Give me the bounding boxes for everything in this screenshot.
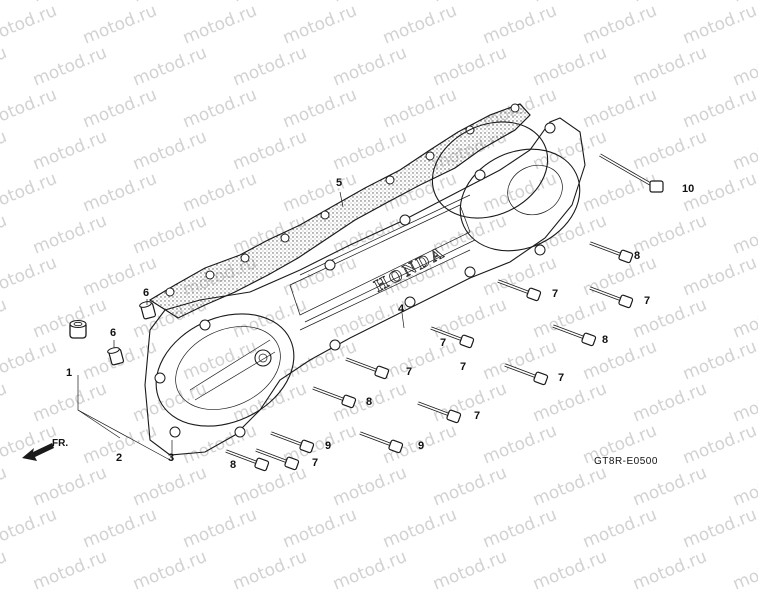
callout-3: 3 (168, 452, 174, 464)
diagram-code: GT8R-E0500 (594, 456, 658, 467)
bolt (551, 324, 598, 348)
bolt-set (224, 241, 635, 473)
callout-1: 1 (66, 367, 72, 379)
gasket (148, 103, 531, 319)
callout-7: 7 (552, 288, 558, 300)
callout-2: 2 (116, 452, 122, 464)
callout-8-bottom: 8 (230, 459, 236, 471)
callout-7: 7 (644, 295, 650, 307)
callout-8: 8 (602, 334, 608, 346)
crankcase-cover (144, 117, 586, 456)
bolt (344, 357, 391, 381)
exploded-diagram: HONDA (22, 103, 694, 473)
bolt (503, 363, 550, 387)
callout-7: 7 (558, 372, 564, 384)
bolt (416, 401, 463, 425)
bolt (588, 286, 635, 310)
dowel-pin (106, 345, 125, 366)
callout-7: 7 (440, 337, 446, 349)
front-direction-arrow: FR. (22, 438, 68, 461)
callout-7: 7 (460, 361, 466, 373)
callout-7: 7 (406, 366, 412, 378)
callout-8: 8 (366, 396, 372, 408)
direction-label: FR. (52, 438, 68, 449)
callout-7: 7 (474, 410, 480, 422)
bolt (358, 431, 405, 455)
cover-brand-text: HONDA (371, 242, 449, 296)
leader-lines (77, 191, 405, 461)
callout-4: 4 (398, 303, 405, 315)
callout-9: 9 (418, 440, 424, 452)
callout-6-lower: 6 (110, 327, 116, 339)
callout-9: 9 (325, 440, 331, 452)
callout-7: 7 (312, 457, 318, 469)
callouts: 1 2 3 4 5 6 6 7 7 7 7 7 7 7 7 8 8 8 8 9 … (66, 177, 694, 471)
bolt (588, 241, 635, 265)
bushing (69, 319, 87, 339)
callout-8: 8 (634, 250, 640, 262)
bolt (429, 326, 476, 350)
bolt (496, 279, 543, 303)
dowel-pin (138, 299, 157, 320)
callout-10: 10 (682, 183, 694, 195)
bolt (311, 386, 358, 410)
bolt (269, 431, 316, 455)
callout-5: 5 (336, 177, 342, 189)
long-bolt-10 (599, 153, 664, 193)
callout-6-upper: 6 (143, 287, 149, 299)
